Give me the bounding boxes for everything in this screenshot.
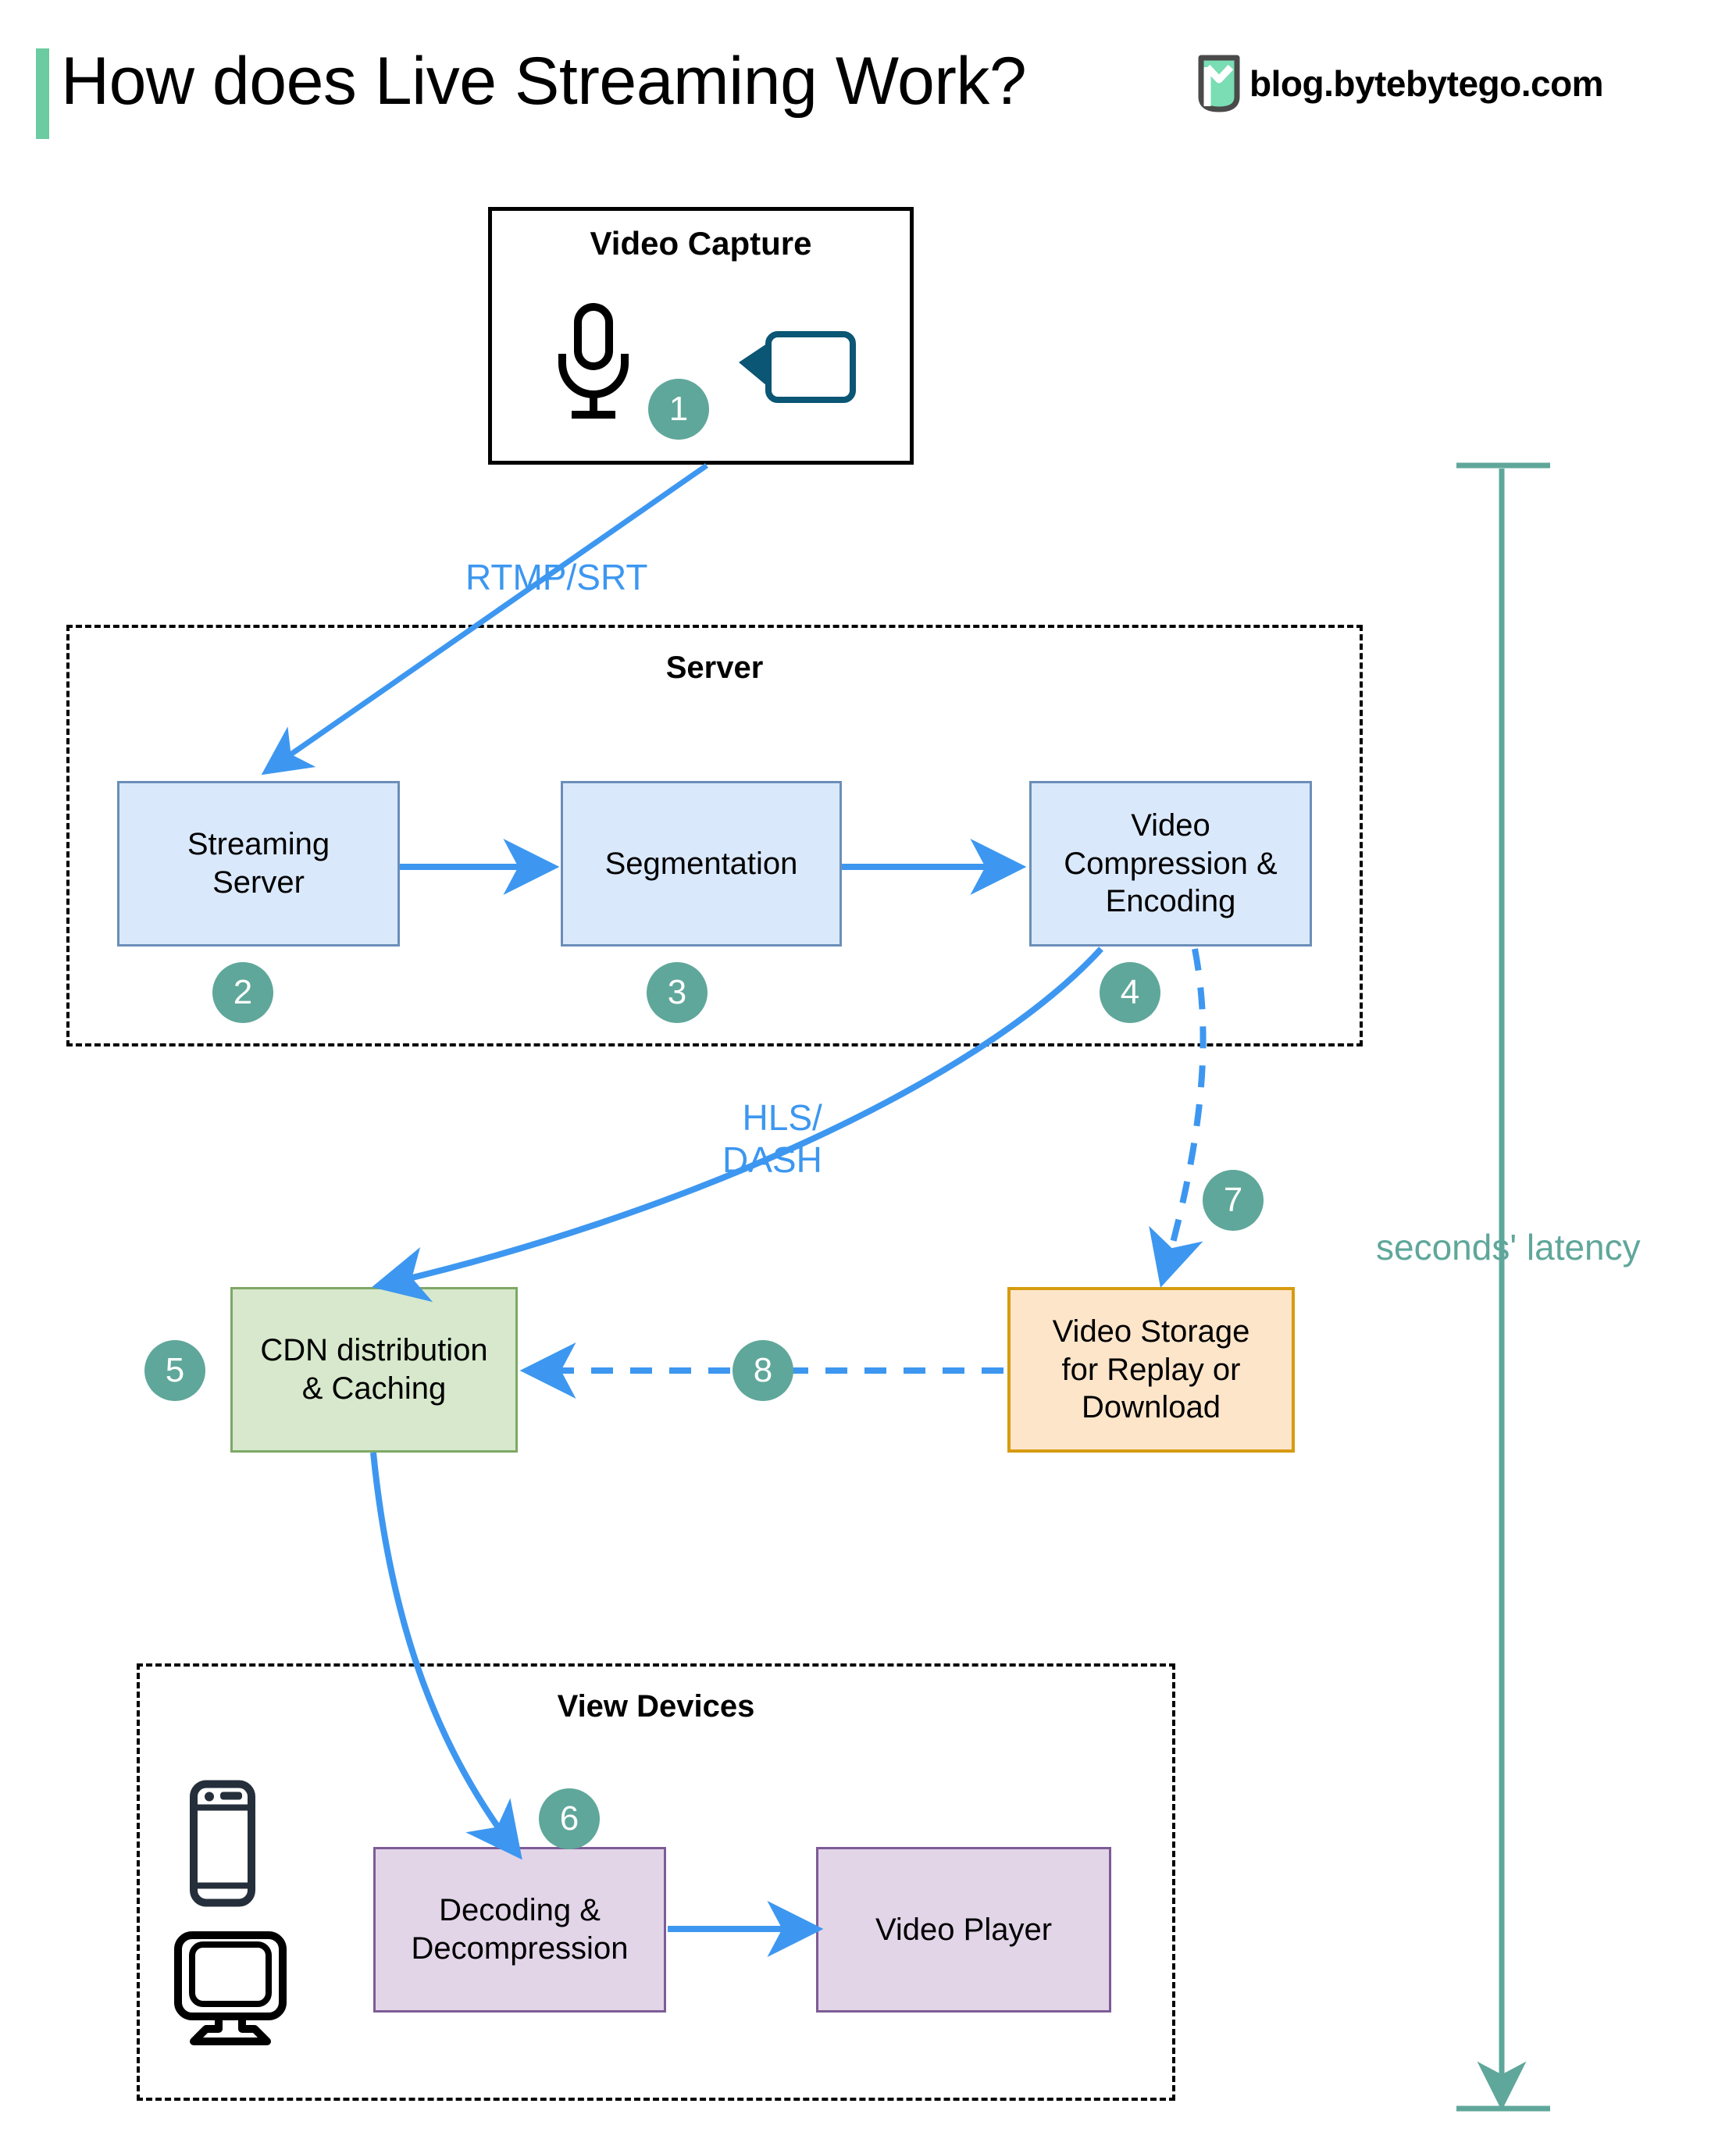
desktop-monitor-icon — [174, 1931, 287, 2045]
node-streaming-server[interactable]: Streaming Server — [117, 781, 400, 947]
edge-label-hls-dash: HLS/ DASH — [722, 1097, 822, 1181]
step-circle-4: 4 — [1100, 962, 1160, 1023]
page-title: How does Live Streaming Work? — [61, 44, 1027, 119]
brand-text: blog.bytebytego.com — [1249, 63, 1604, 104]
mobile-phone-icon — [190, 1780, 255, 1907]
node-decoding-decompression[interactable]: Decoding & Decompression — [373, 1847, 666, 2013]
step-circle-6: 6 — [539, 1788, 600, 1849]
node-cdn-distribution[interactable]: CDN distribution & Caching — [230, 1287, 518, 1453]
node-segmentation[interactable]: Segmentation — [561, 781, 842, 947]
microphone-icon — [558, 303, 629, 419]
step-circle-1: 1 — [648, 379, 709, 440]
video-camera-icon — [739, 331, 856, 403]
node-video-player[interactable]: Video Player — [816, 1847, 1111, 2013]
step-circle-2: 2 — [212, 962, 273, 1023]
title-accent-bar — [36, 48, 49, 139]
view-devices-group — [137, 1663, 1175, 2101]
step-circle-7: 7 — [1203, 1170, 1264, 1231]
video-capture-title: Video Capture — [590, 225, 812, 262]
node-video-storage[interactable]: Video Storage for Replay or Download — [1007, 1287, 1295, 1453]
server-group-title: Server — [665, 651, 764, 685]
bytebytego-logo-icon — [1198, 55, 1240, 112]
view-devices-group-title: View Devices — [557, 1689, 755, 1724]
node-video-compression[interactable]: Video Compression & Encoding — [1029, 781, 1312, 947]
step-circle-8: 8 — [733, 1340, 793, 1401]
brand-watermark: blog.bytebytego.com — [1195, 53, 1604, 114]
latency-label: seconds' latency — [1376, 1227, 1641, 1267]
edge-label-rtmp-srt: RTMP/SRT — [465, 557, 648, 597]
step-circle-5: 5 — [144, 1340, 205, 1401]
step-circle-3: 3 — [647, 962, 708, 1023]
